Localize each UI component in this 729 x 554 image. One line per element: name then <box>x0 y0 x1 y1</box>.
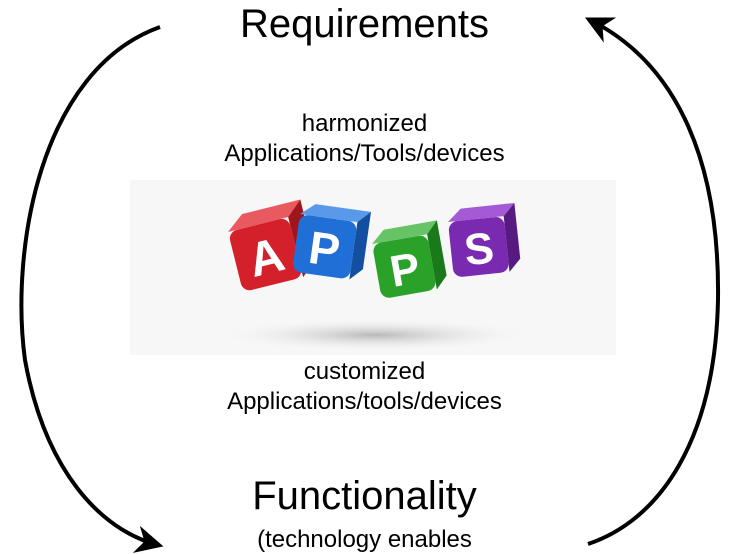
cubes-shadow <box>205 317 545 353</box>
customized-apps-label: Applications/tools/devices <box>227 388 502 415</box>
requirements-title: Requirements <box>239 2 489 46</box>
cube-s-letter: S <box>462 224 496 276</box>
cube-p1: P <box>293 204 371 280</box>
harmonized-label: harmonized <box>301 110 428 137</box>
cube-p2: P <box>372 220 447 298</box>
cube-p1-letter: P <box>306 221 344 277</box>
harmonized-apps-label: Applications/Tools/devices <box>224 140 505 167</box>
right-cycle-arrow <box>584 17 721 546</box>
customized-label: customized <box>303 358 426 385</box>
functionality-title: Functionality <box>252 474 477 518</box>
left-cycle-arrow <box>19 25 164 553</box>
functionality-subtitle: (technology enables <box>257 526 472 553</box>
cube-s: S <box>448 202 521 277</box>
